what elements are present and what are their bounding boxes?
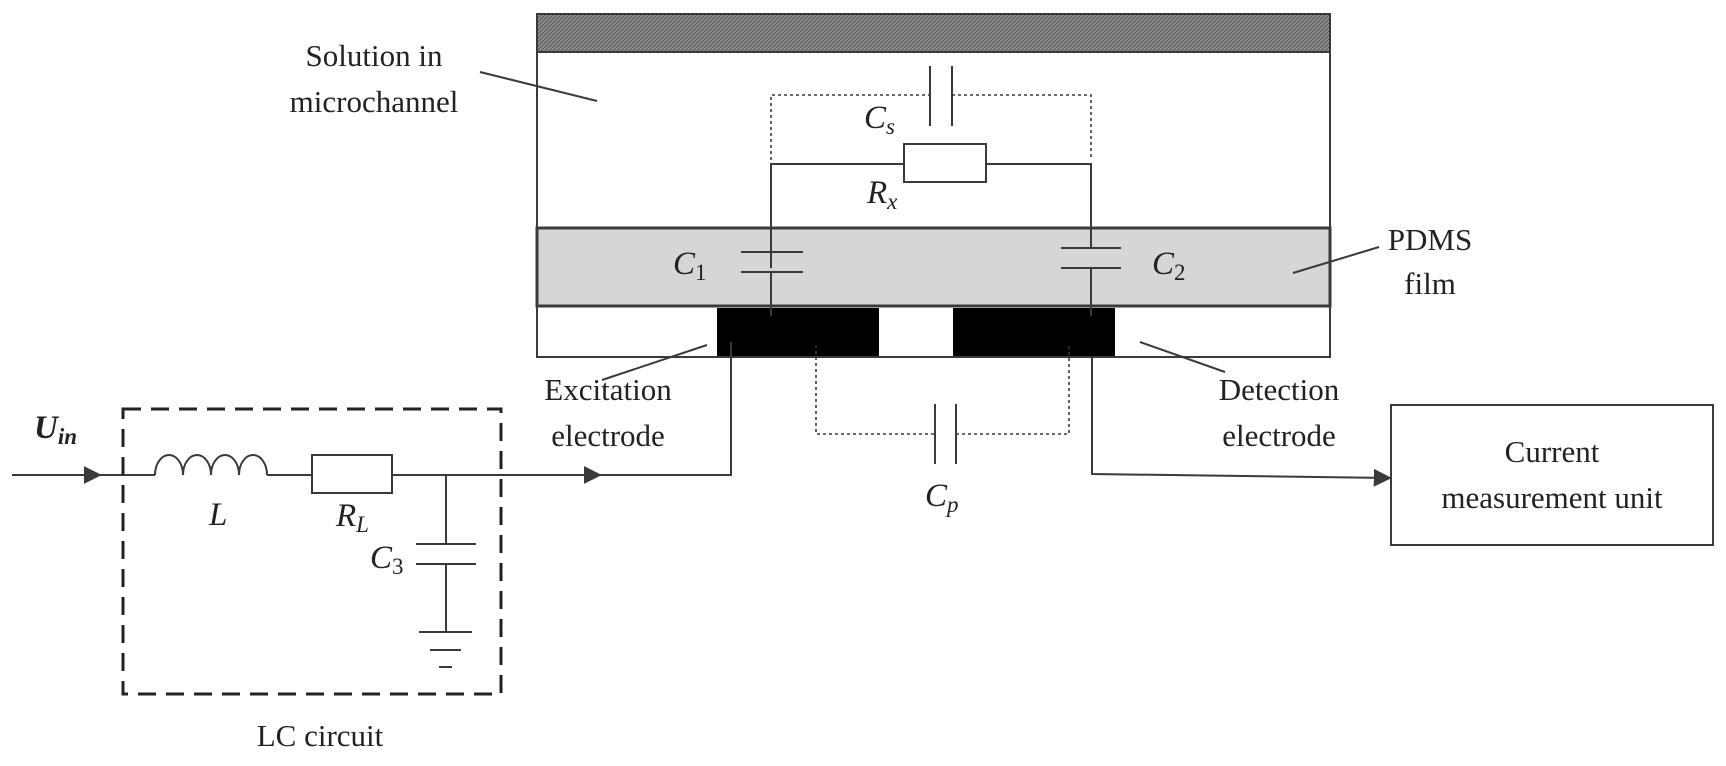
c1-symbol: C1 xyxy=(673,246,707,285)
current-measurement-label-line2: measurement unit xyxy=(1441,480,1663,515)
lc-circuit-boundary xyxy=(121,407,503,696)
top-cover-bar xyxy=(536,13,1331,53)
solution-label: Solution in xyxy=(306,38,443,73)
cs-capacitor xyxy=(770,66,1092,160)
lc-circuit-label: LC circuit xyxy=(257,718,384,753)
l-symbol: L xyxy=(208,497,227,533)
cp-symbol: Cp xyxy=(925,478,959,517)
excitation-electrode-label: Excitation xyxy=(544,372,672,407)
solution-leader-line xyxy=(479,71,598,102)
rx-resistor xyxy=(770,143,1092,268)
rl-resistor xyxy=(311,454,393,494)
uin-symbol: Uin xyxy=(34,410,77,449)
output-wiring xyxy=(1091,356,1392,487)
c2-capacitor xyxy=(1061,247,1121,316)
detection-electrode-block xyxy=(953,308,1115,356)
microchannel-outline xyxy=(536,13,1331,358)
detection-electrode-label-line2: electrode xyxy=(1222,418,1336,453)
pdms-label-line2: film xyxy=(1404,266,1456,301)
c2-symbol: C2 xyxy=(1152,246,1186,285)
input-wiring xyxy=(12,342,732,696)
detection-electrode-label: Detection xyxy=(1219,372,1340,407)
excitation-leader-line xyxy=(601,344,708,381)
current-measurement-label: Current xyxy=(1505,434,1600,469)
excitation-electrode-label-line2: electrode xyxy=(551,418,665,453)
cp-capacitor xyxy=(815,345,1070,464)
pdms-label: PDMS xyxy=(1388,222,1472,257)
current-measurement-unit-box xyxy=(1390,404,1714,546)
rl-symbol: RL xyxy=(335,498,369,537)
rx-symbol: Rx xyxy=(866,175,898,214)
c3-symbol: C3 xyxy=(370,540,404,579)
solution-label-line2: microchannel xyxy=(290,84,459,119)
cs-symbol: Cs xyxy=(864,100,895,139)
c1-capacitor xyxy=(741,251,803,316)
excitation-electrode-block xyxy=(717,308,879,356)
inductor-coil xyxy=(154,454,268,476)
chip-structure xyxy=(535,13,1332,358)
detection-leader-line xyxy=(1139,341,1226,373)
pdms-film-layer xyxy=(535,226,1332,308)
pdms-leader-line xyxy=(1292,246,1380,274)
